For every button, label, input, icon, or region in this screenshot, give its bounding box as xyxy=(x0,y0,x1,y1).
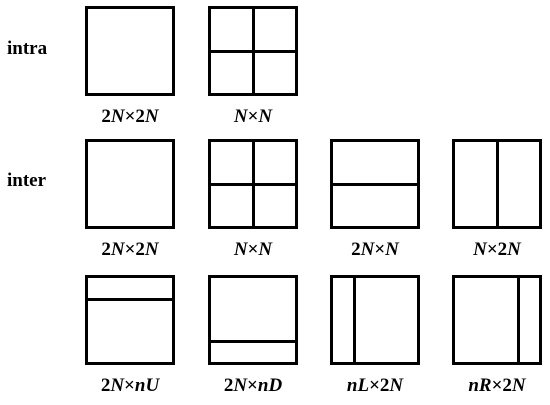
caption-upright-part: 2 xyxy=(100,375,111,396)
partition-caption: 2N×nD xyxy=(188,376,318,395)
caption-italic-part: nR xyxy=(468,375,492,396)
caption-upright-part: × xyxy=(247,239,259,260)
vertical-split-line xyxy=(516,278,520,362)
caption-upright-part: × xyxy=(374,239,386,260)
partition-caption: 2N×N xyxy=(310,240,440,259)
caption-italic-part: N xyxy=(360,239,375,260)
partition-caption: N×N xyxy=(188,240,318,259)
caption-upright-part: × xyxy=(247,375,258,396)
caption-italic-part: N xyxy=(110,239,125,260)
caption-upright-part: 2 xyxy=(351,239,361,260)
partition-caption: 2N×2N xyxy=(65,240,195,259)
caption-italic-part: nU xyxy=(134,375,160,396)
partition-caption: N×N xyxy=(188,107,318,126)
horizontal-split-line xyxy=(333,182,417,186)
vertical-split-line xyxy=(495,142,499,226)
caption-italic-part: N xyxy=(110,375,125,396)
row-label-inter: inter xyxy=(7,170,47,191)
horizontal-split-line xyxy=(88,297,172,301)
caption-italic-part: N xyxy=(144,106,159,127)
caption-italic-part: N xyxy=(507,239,521,260)
horizontal-split-line xyxy=(211,339,295,343)
caption-italic-part: N xyxy=(511,375,526,396)
caption-italic-part: nL xyxy=(346,375,370,396)
caption-upright-part: ×2 xyxy=(486,239,508,260)
caption-italic-part: N xyxy=(258,106,273,127)
partition-box xyxy=(452,139,542,229)
caption-italic-part: N xyxy=(258,239,273,260)
caption-italic-part: N xyxy=(110,106,125,127)
partition-box xyxy=(85,275,175,365)
caption-upright-part: × xyxy=(247,106,259,127)
partition-caption: 2N×nU xyxy=(65,376,195,395)
caption-upright-part: 2 xyxy=(101,106,111,127)
caption-italic-part: N xyxy=(144,239,159,260)
caption-italic-part: N xyxy=(233,106,248,127)
partition-box xyxy=(330,275,420,365)
caption-upright-part: ×2 xyxy=(369,375,390,396)
caption-upright-part: × xyxy=(124,375,135,396)
row-label-intra: intra xyxy=(7,38,48,59)
partition-caption: 2N×2N xyxy=(65,107,195,126)
caption-italic-part: N xyxy=(233,375,248,396)
vertical-split-line xyxy=(251,142,255,226)
caption-italic-part: nD xyxy=(257,375,283,396)
partition-box xyxy=(85,6,175,96)
vertical-split-line xyxy=(251,9,255,93)
partition-box xyxy=(330,139,420,229)
caption-upright-part: 2 xyxy=(223,375,234,396)
caption-italic-part: N xyxy=(389,375,404,396)
partition-box xyxy=(452,275,542,365)
partition-caption: nR×2N xyxy=(432,376,550,395)
vertical-split-line xyxy=(352,278,356,362)
partition-caption: nL×2N xyxy=(310,376,440,395)
partition-box xyxy=(85,139,175,229)
caption-italic-part: N xyxy=(233,239,248,260)
partition-box xyxy=(208,6,298,96)
partition-box xyxy=(208,275,298,365)
caption-upright-part: ×2 xyxy=(491,375,512,396)
caption-upright-part: ×2 xyxy=(124,106,145,127)
caption-upright-part: 2 xyxy=(101,239,111,260)
caption-upright-part: ×2 xyxy=(124,239,145,260)
partition-caption: N×2N xyxy=(432,240,550,259)
partition-box xyxy=(208,139,298,229)
caption-italic-part: N xyxy=(385,239,399,260)
caption-italic-part: N xyxy=(473,239,487,260)
